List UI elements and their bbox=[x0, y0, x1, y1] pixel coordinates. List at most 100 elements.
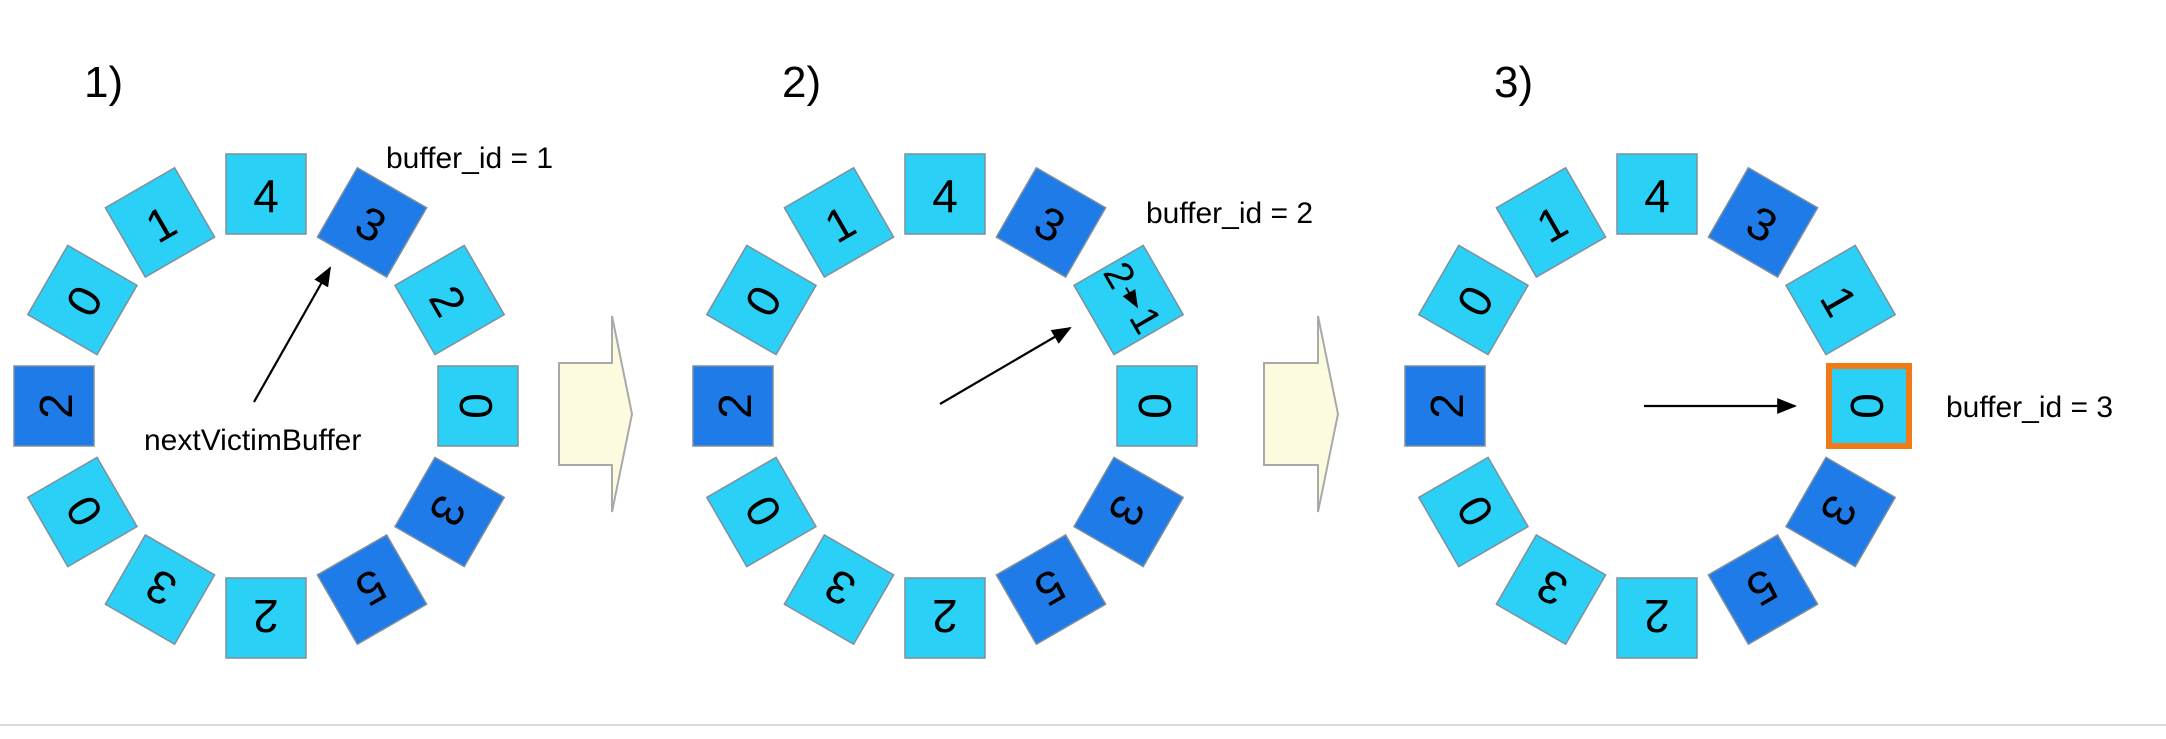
buffer-tile: 3 bbox=[104, 533, 216, 646]
buffer-tile: 0 bbox=[1826, 363, 1912, 449]
buffer-tile: 2 bbox=[692, 365, 774, 447]
tile-box bbox=[692, 365, 774, 447]
buffer-tile: 2 bbox=[393, 244, 506, 356]
tile-box bbox=[904, 153, 986, 235]
panel-label: 1) bbox=[84, 58, 123, 107]
buffer-tile: 0 bbox=[1417, 244, 1530, 356]
buffer-tile: 1 bbox=[1784, 244, 1897, 356]
usage-count: 2 bbox=[709, 393, 761, 419]
tile-box bbox=[1707, 533, 1819, 646]
next-victim-pointer bbox=[253, 266, 331, 403]
buffer-id-annotation: buffer_id = 2 bbox=[1146, 197, 1313, 230]
buffer-tile: 3 bbox=[1072, 456, 1185, 568]
buffer-tile: 5 bbox=[316, 533, 428, 646]
buffer-tile: 5 bbox=[1707, 533, 1819, 646]
buffer-id-annotation: buffer_id = 3 bbox=[1946, 391, 2113, 424]
buffer-tile: 4 bbox=[225, 153, 307, 235]
buffer-tile: 1 bbox=[104, 166, 216, 279]
tile-box bbox=[904, 577, 986, 659]
usage-count: 0 bbox=[450, 393, 502, 419]
buffer-tile: 0 bbox=[1417, 456, 1530, 568]
buffer-tile: 1 bbox=[783, 166, 895, 279]
tile-box bbox=[316, 533, 428, 646]
buffer-tile: 2 bbox=[904, 577, 986, 659]
buffer-tile: 2 bbox=[1616, 577, 1698, 659]
buffer-tile: 0 bbox=[437, 365, 519, 447]
usage-count: 4 bbox=[932, 170, 958, 222]
tile-box bbox=[1616, 153, 1698, 235]
buffer-tile: 2 bbox=[1404, 365, 1486, 447]
tile-box bbox=[783, 533, 895, 646]
tile-box bbox=[316, 166, 428, 279]
decrement-arrow bbox=[1122, 287, 1138, 309]
usage-count: 2 bbox=[1644, 590, 1670, 642]
buffer-tile: 4 bbox=[904, 153, 986, 235]
tile-box bbox=[1417, 244, 1530, 356]
tile-box bbox=[1404, 365, 1486, 447]
transition-arrow-2-to-3 bbox=[1263, 315, 1340, 513]
tile-box bbox=[1616, 577, 1698, 659]
usage-count: 2 bbox=[932, 590, 958, 642]
usage-count: 4 bbox=[253, 170, 279, 222]
tile-box bbox=[1417, 456, 1530, 568]
buffer-tile: 2 bbox=[13, 365, 95, 447]
next-victim-pointer bbox=[939, 327, 1072, 405]
buffer-tile: 0 bbox=[1116, 365, 1198, 447]
buffer-tile: 3 bbox=[1707, 166, 1819, 279]
panel-label: 2) bbox=[782, 58, 821, 107]
tile-box bbox=[1495, 533, 1607, 646]
panel-label: 3) bbox=[1494, 58, 1533, 107]
bottom-divider bbox=[0, 724, 2166, 726]
tile-box bbox=[705, 456, 818, 568]
buffer-tile: 5 bbox=[995, 533, 1107, 646]
buffer-tile: 0 bbox=[26, 456, 139, 568]
buffer-id-annotation: buffer_id = 1 bbox=[386, 142, 553, 175]
tile-box bbox=[225, 577, 307, 659]
tile-box bbox=[995, 166, 1107, 279]
buffer-tile: 3 bbox=[995, 166, 1107, 279]
buffer-tile: 2 bbox=[225, 577, 307, 659]
buffer-tile: 3 bbox=[393, 456, 506, 568]
tile-box bbox=[437, 365, 519, 447]
buffer-tile: 3 bbox=[1784, 456, 1897, 568]
tile-box bbox=[705, 244, 818, 356]
buffer-tile: 3 bbox=[1495, 533, 1607, 646]
tile-box bbox=[783, 166, 895, 279]
tile-box bbox=[995, 533, 1107, 646]
tile-box bbox=[1116, 365, 1198, 447]
tile-box bbox=[104, 166, 216, 279]
usage-count: 2 bbox=[253, 590, 279, 642]
tile-box bbox=[1072, 456, 1185, 568]
tile-box bbox=[26, 456, 139, 568]
buffer-tile: 4 bbox=[1616, 153, 1698, 235]
tile-box bbox=[26, 244, 139, 356]
tile-box bbox=[393, 244, 506, 356]
tile-box bbox=[225, 153, 307, 235]
tile-box bbox=[1495, 166, 1607, 279]
tile-box bbox=[1784, 456, 1897, 568]
buffer-tile: 0 bbox=[705, 456, 818, 568]
transitions-layer bbox=[558, 315, 1340, 513]
buffer-tile: 3 bbox=[316, 166, 428, 279]
usage-count: 4 bbox=[1644, 170, 1670, 222]
buffer-tile: 0 bbox=[26, 244, 139, 356]
usage-count: 0 bbox=[1841, 393, 1893, 419]
usage-count: 0 bbox=[1129, 393, 1181, 419]
pointer-label: nextVictimBuffer bbox=[144, 424, 361, 457]
buffer-tile: 0 bbox=[705, 244, 818, 356]
buffer-tile: 21 bbox=[1072, 244, 1185, 356]
buffer-tile: 3 bbox=[783, 533, 895, 646]
tile-box bbox=[393, 456, 506, 568]
highlighted-tile-box bbox=[1826, 363, 1912, 449]
tile-box bbox=[1707, 166, 1819, 279]
tile-box bbox=[13, 365, 95, 447]
